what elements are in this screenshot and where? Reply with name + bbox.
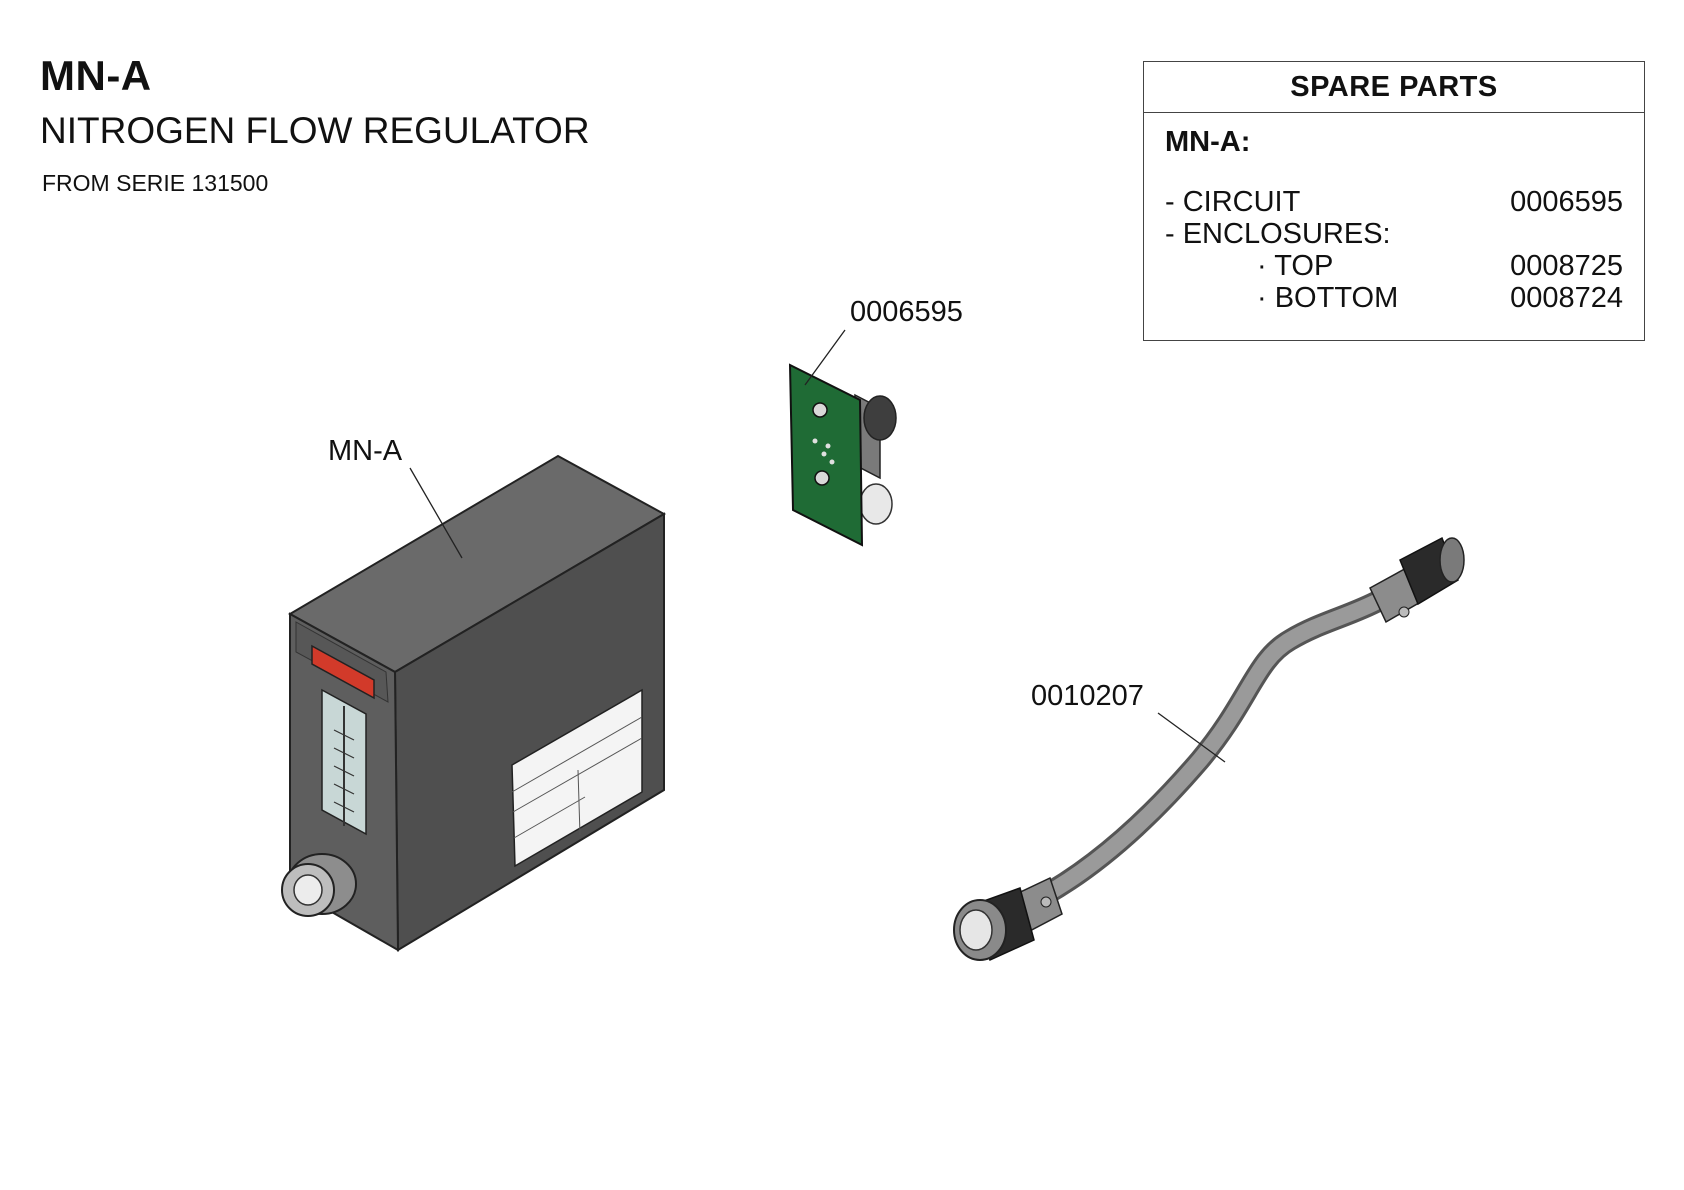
spare-parts-heading: SPARE PARTS: [1144, 62, 1644, 113]
page-title: MN-A: [40, 52, 152, 99]
spare-item-label-circuit: - CIRCUIT: [1165, 186, 1301, 218]
spare-item-code-top: 0008725: [1510, 250, 1623, 282]
label-sticker: [511, 688, 643, 868]
spare-item-code-bottom: 0008724: [1510, 282, 1623, 314]
leader-circuit: [804, 329, 846, 386]
spare-parts-model: MN-A:: [1165, 126, 1251, 158]
enclosure-unit: [281, 454, 667, 952]
spare-item-label-enclosures: - ENCLOSURES:: [1165, 218, 1391, 250]
spare-item-label-bottom: · BOTTOM: [1257, 282, 1399, 314]
callout-circuit: 0006595: [850, 296, 963, 328]
leader-cable: [1157, 712, 1226, 763]
circuit-board: [788, 363, 897, 547]
spare-item-label-top: · TOP: [1257, 250, 1334, 282]
cable-assembly: [953, 536, 1465, 962]
leader-unit: [409, 467, 463, 559]
serie-note: FROM SERIE 131500: [42, 170, 269, 196]
callout-cable: 0010207: [1031, 680, 1144, 712]
callout-unit: MN-A: [328, 435, 403, 467]
brand-strip: [311, 644, 375, 700]
page-subtitle: NITROGEN FLOW REGULATOR: [40, 110, 590, 151]
spare-item-code-circuit: 0006595: [1510, 186, 1623, 218]
spare-parts-table: SPARE PARTS MN-A: - CIRCUIT 0006595 - EN…: [1143, 61, 1645, 341]
